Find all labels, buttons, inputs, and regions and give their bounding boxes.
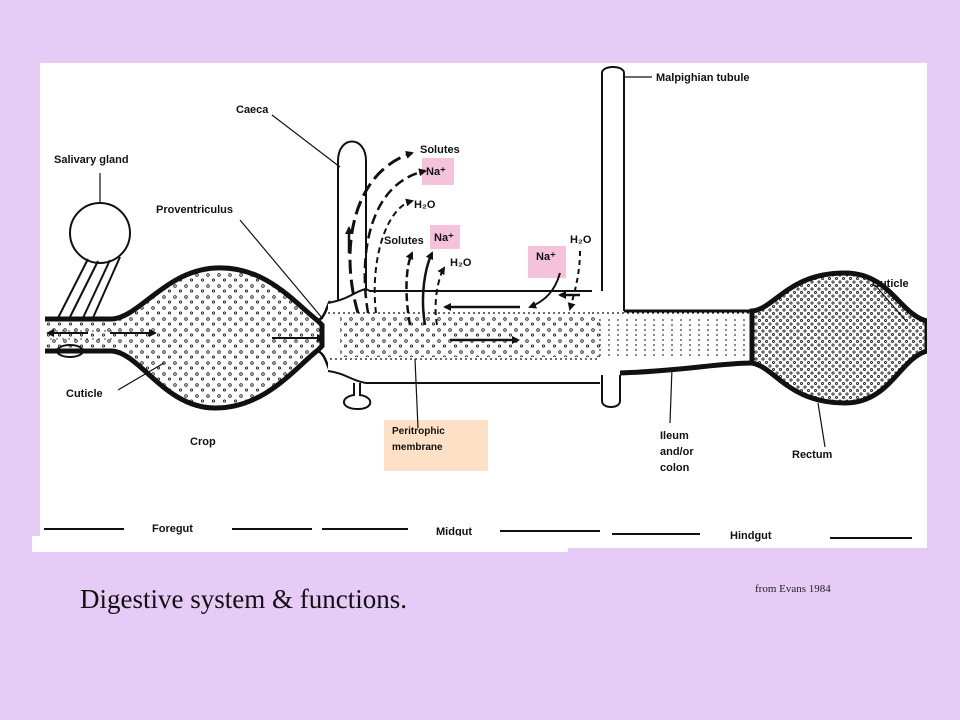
slide-caption: Digestive system & functions.: [80, 584, 407, 614]
region-lines: [44, 528, 912, 539]
label-rectum: Rectum: [792, 449, 833, 461]
label-h2o-3: H₂O: [570, 234, 592, 246]
label-salivary-gland: Salivary gland: [54, 154, 129, 166]
caeca-shape: [337, 140, 372, 411]
na-arrow-large: [363, 168, 427, 314]
label-h2o-1: H₂O: [414, 199, 436, 211]
na-highlight-2: [430, 225, 460, 249]
salivary-gland-shape: [56, 202, 131, 358]
na-highlight-1: [422, 158, 454, 185]
label-na-3: Na⁺: [536, 251, 556, 263]
label-ileum-line3: colon: [660, 462, 690, 474]
h2o-dashed-arrow: [567, 250, 581, 311]
h2o-arrow-small: [434, 266, 446, 326]
label-na-1: Na⁺: [426, 166, 446, 178]
label-cuticle-right: Cuticle: [872, 278, 909, 290]
solutes-arrow-large: [348, 151, 414, 314]
ileum-shape: [592, 312, 753, 376]
label-crop: Crop: [190, 436, 216, 448]
leader-lines: [99, 76, 907, 448]
label-solutes-top: Solutes: [420, 144, 460, 156]
figure-bottom-strip: [32, 536, 568, 552]
malpighian-tubule-shape: [601, 66, 752, 408]
label-foregut: Foregut: [152, 523, 193, 535]
na-arrow-small: [421, 251, 434, 326]
midgut-shape: [327, 287, 600, 384]
rectum-shape: [749, 270, 930, 406]
label-proventriculus: Proventriculus: [156, 204, 233, 216]
label-solutes-mid: Solutes: [384, 235, 424, 247]
label-peritrophic-1: Peritrophic: [392, 426, 445, 437]
label-peritrophic-2: membrane: [392, 442, 443, 453]
h2o-arrow-large: [373, 198, 414, 314]
label-ileum-line1: Ileum: [660, 430, 689, 442]
source-credit: from Evans 1984: [755, 583, 831, 595]
na-curve-arrow: [528, 272, 561, 309]
label-na-2: Na⁺: [434, 232, 454, 244]
digestive-diagram: Salivary gland Caeca Proventriculus Malp…: [44, 66, 930, 542]
label-caeca: Caeca: [236, 104, 269, 116]
label-h2o-2: H₂O: [450, 257, 472, 269]
na-highlight-3: [528, 246, 566, 278]
label-cuticle-left: Cuticle: [66, 388, 103, 400]
label-midgut: Midgut: [436, 526, 472, 538]
membrane-highlight: [384, 420, 488, 471]
label-ileum-line2: and/or: [660, 446, 694, 458]
label-malpighian-tubule: Malpighian tubule: [656, 72, 750, 84]
solutes-arrow-small: [405, 251, 414, 326]
label-hindgut: Hindgut: [730, 530, 772, 542]
digestive-system-figure: Salivary gland Caeca Proventriculus Malp…: [40, 63, 930, 548]
